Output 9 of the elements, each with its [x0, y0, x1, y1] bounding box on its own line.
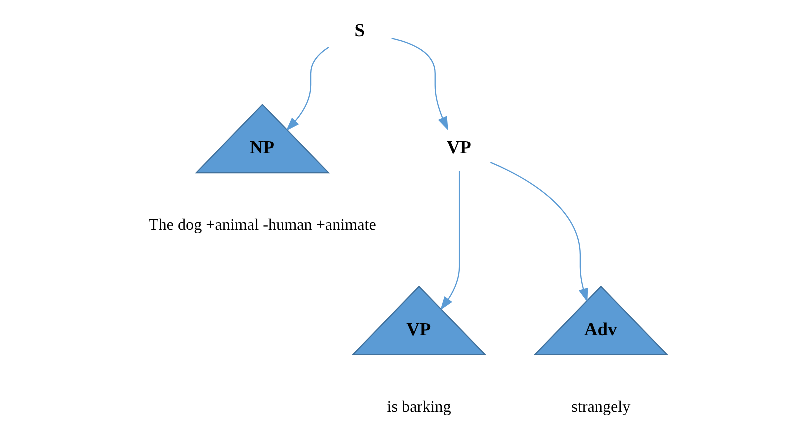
arrow — [440, 171, 460, 311]
arrow — [286, 47, 330, 132]
node-text: S — [354, 20, 366, 41]
node-label: is barking — [387, 398, 452, 416]
node-text: VP — [446, 137, 472, 158]
node-label: strangely — [572, 398, 631, 416]
arrow — [490, 162, 588, 302]
node-label: The dog +animal -human +animate — [148, 216, 376, 234]
arrow — [392, 38, 448, 131]
